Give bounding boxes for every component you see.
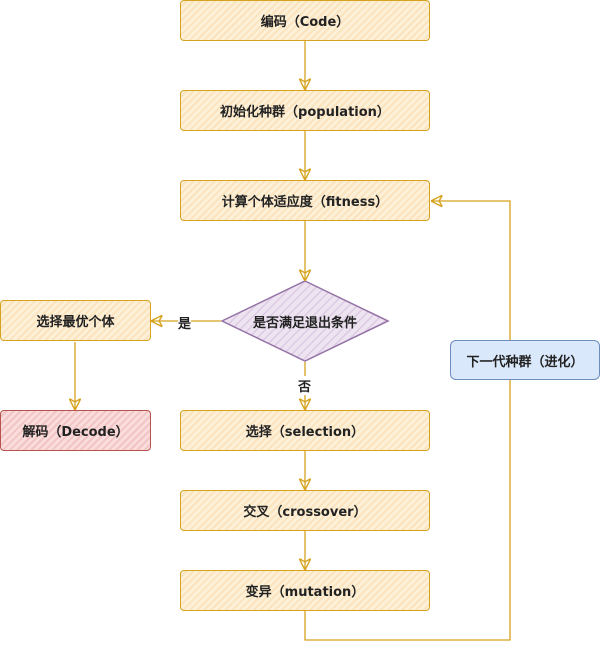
node-selection: 选择（selection）	[180, 410, 430, 451]
node-population: 初始化种群（population）	[180, 90, 430, 131]
node-mutation: 变异（mutation）	[180, 570, 430, 611]
node-decode: 解码（Decode）	[0, 410, 151, 451]
node-crossover: 交叉（crossover）	[180, 490, 430, 531]
node-condition: 是否满足退出条件	[252, 315, 357, 331]
node-code: 编码（Code）	[180, 0, 430, 41]
edge-label-no: 否	[298, 376, 312, 395]
edge-label-yes: 是	[178, 313, 192, 332]
node-fitness: 计算个体适应度（fitness）	[180, 180, 430, 221]
edge-mutation-loop	[304, 201, 511, 641]
node-next-generation: 下一代种群（进化）	[450, 340, 600, 380]
node-select-best: 选择最优个体	[0, 300, 151, 341]
condition-diamond	[220, 280, 390, 362]
